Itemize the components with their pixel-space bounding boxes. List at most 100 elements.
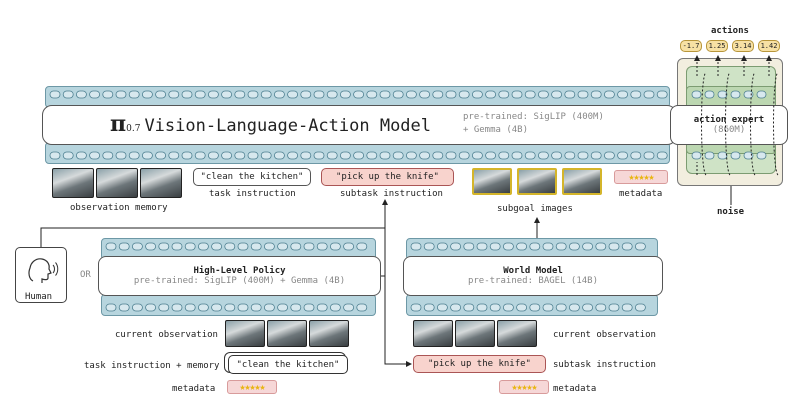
token-oval (542, 303, 554, 312)
hlp-title: High-Level Policy (193, 266, 286, 276)
world-model-box: World Model pre-trained: BAGEL (14B) (403, 256, 663, 296)
hlp-task-memory-label: task instruction + memory (84, 361, 220, 371)
token-oval (250, 303, 262, 312)
token-oval (405, 151, 417, 160)
token-oval (300, 90, 312, 99)
token-oval (62, 151, 74, 160)
token-oval (410, 242, 422, 251)
token-oval (273, 90, 285, 99)
token-oval (379, 90, 391, 99)
token-oval (538, 151, 549, 160)
token-oval (595, 242, 607, 251)
wm-observation-image-2 (455, 320, 495, 347)
metadata-label: metadata (619, 189, 663, 199)
token-oval (277, 303, 289, 312)
pi-subscript: 0.7 (126, 124, 141, 134)
token-oval (635, 242, 646, 251)
token-oval (643, 151, 655, 160)
token-oval (115, 90, 127, 99)
vla-pretrained-line1: pre-trained: SigLIP (400M) (463, 112, 604, 122)
token-oval (115, 151, 127, 160)
wm-metadata-label: metadata (553, 384, 597, 394)
token-oval (102, 90, 114, 99)
token-oval (621, 242, 633, 251)
token-oval (463, 242, 475, 251)
token-oval (743, 151, 754, 160)
token-oval (343, 242, 355, 251)
token-oval (141, 90, 153, 99)
token-oval (445, 90, 457, 99)
action-value-4: 1.42 (758, 40, 780, 52)
task-instruction-pill: "clean the kitchen" (193, 168, 311, 186)
token-oval (516, 242, 527, 251)
token-oval (287, 90, 299, 99)
token-oval (502, 303, 514, 312)
token-oval (450, 242, 462, 251)
subgoal-image-1 (472, 168, 512, 195)
hlp-task-memory-pill: "clean the kitchen" (228, 355, 348, 374)
token-oval (207, 90, 219, 99)
pi-symbol: π (110, 111, 127, 137)
vla-model-box (42, 105, 677, 145)
token-oval (211, 242, 223, 251)
token-oval (168, 151, 180, 160)
token-oval (287, 151, 299, 160)
token-oval (49, 151, 61, 160)
token-oval (290, 242, 302, 251)
token-oval (458, 151, 470, 160)
token-oval (595, 303, 607, 312)
token-oval (432, 90, 444, 99)
token-oval (353, 151, 365, 160)
vla-title-text: Vision-Language-Action Model (144, 116, 432, 136)
wm-observation-image-1 (413, 320, 453, 347)
action-expert-box: action expert (860M) (670, 105, 788, 145)
token-oval (128, 90, 140, 99)
token-oval (221, 151, 233, 160)
task-instruction-label: task instruction (209, 189, 296, 199)
wm-current-observation-label: current observation (553, 330, 656, 340)
token-oval (181, 151, 193, 160)
token-oval (62, 90, 74, 99)
subgoal-image-2 (517, 168, 557, 195)
token-oval (184, 242, 196, 251)
token-oval (419, 90, 431, 99)
token-oval (436, 303, 448, 312)
token-oval (326, 151, 338, 160)
token-oval (392, 90, 404, 99)
token-oval (551, 90, 562, 99)
token-oval (290, 303, 302, 312)
token-oval (339, 90, 351, 99)
token-oval (423, 242, 435, 251)
observation-memory-image-2 (96, 168, 138, 198)
token-oval (405, 90, 417, 99)
token-oval (617, 90, 628, 99)
token-oval (582, 303, 593, 312)
token-oval (118, 303, 130, 312)
token-oval (89, 90, 100, 99)
token-oval (502, 242, 514, 251)
token-oval (313, 90, 325, 99)
token-oval (105, 303, 117, 312)
token-oval (356, 242, 368, 251)
token-oval (498, 151, 510, 160)
token-oval (604, 90, 615, 99)
token-oval (564, 90, 576, 99)
token-oval (582, 242, 593, 251)
action-value-1: -1.7 (680, 40, 702, 52)
token-oval (329, 303, 341, 312)
wm-pretrained: pre-trained: BAGEL (14B) (467, 276, 599, 286)
token-oval (250, 242, 262, 251)
actions-label: actions (711, 26, 749, 36)
wm-subtask-label: subtask instruction (553, 360, 656, 370)
wm-metadata-stars: ★★★★★ (499, 380, 549, 394)
token-oval (128, 151, 140, 160)
token-oval (498, 90, 510, 99)
token-oval (145, 303, 157, 312)
observation-memory-label: observation memory (70, 203, 168, 213)
action-expert-title: action expert (693, 115, 765, 125)
token-oval (181, 90, 193, 99)
token-oval (529, 242, 541, 251)
hlp-observation-image-2 (267, 320, 307, 347)
token-oval (102, 151, 114, 160)
